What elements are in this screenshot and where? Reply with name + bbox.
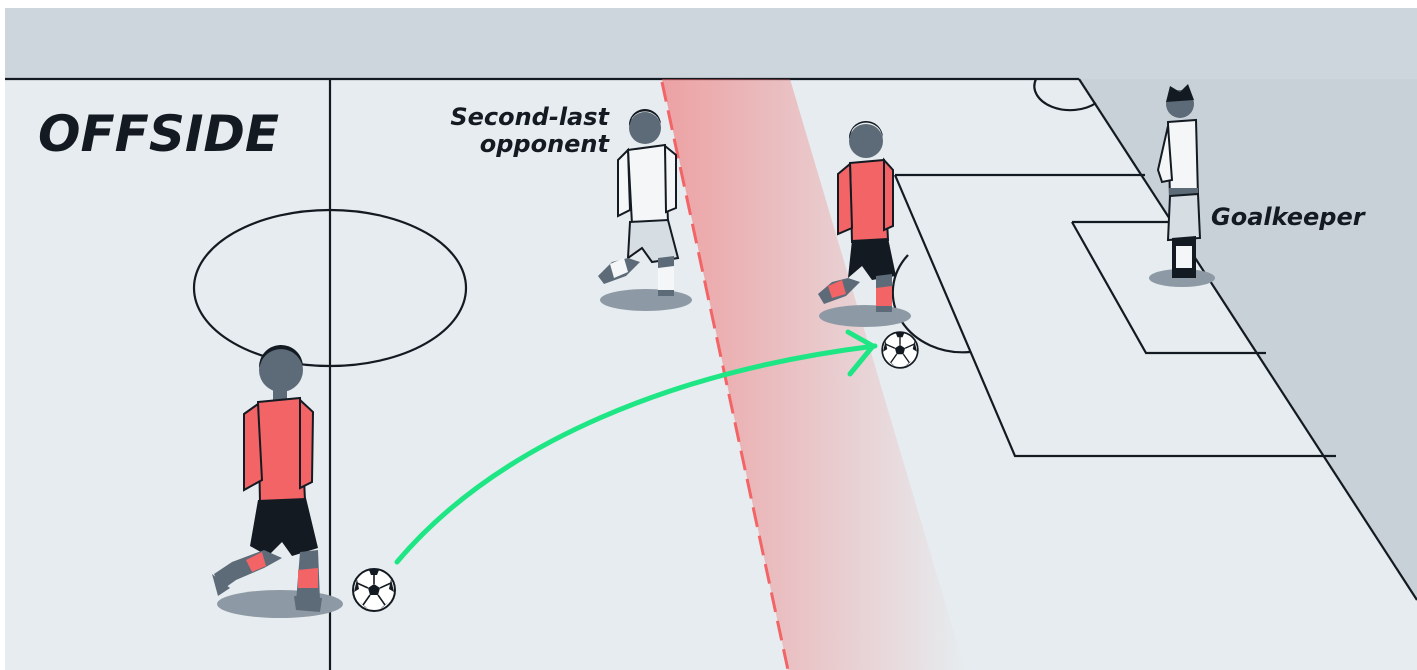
label-second-last-line2: opponent bbox=[480, 130, 611, 158]
sky-band bbox=[5, 8, 1417, 80]
soccer-ball-left bbox=[353, 569, 395, 611]
label-second-last-line1: Second-last bbox=[450, 103, 610, 131]
diagram-title: OFFSIDE bbox=[38, 105, 279, 163]
label-goalkeeper: Goalkeeper bbox=[1211, 203, 1367, 231]
soccer-ball-right bbox=[882, 332, 918, 368]
